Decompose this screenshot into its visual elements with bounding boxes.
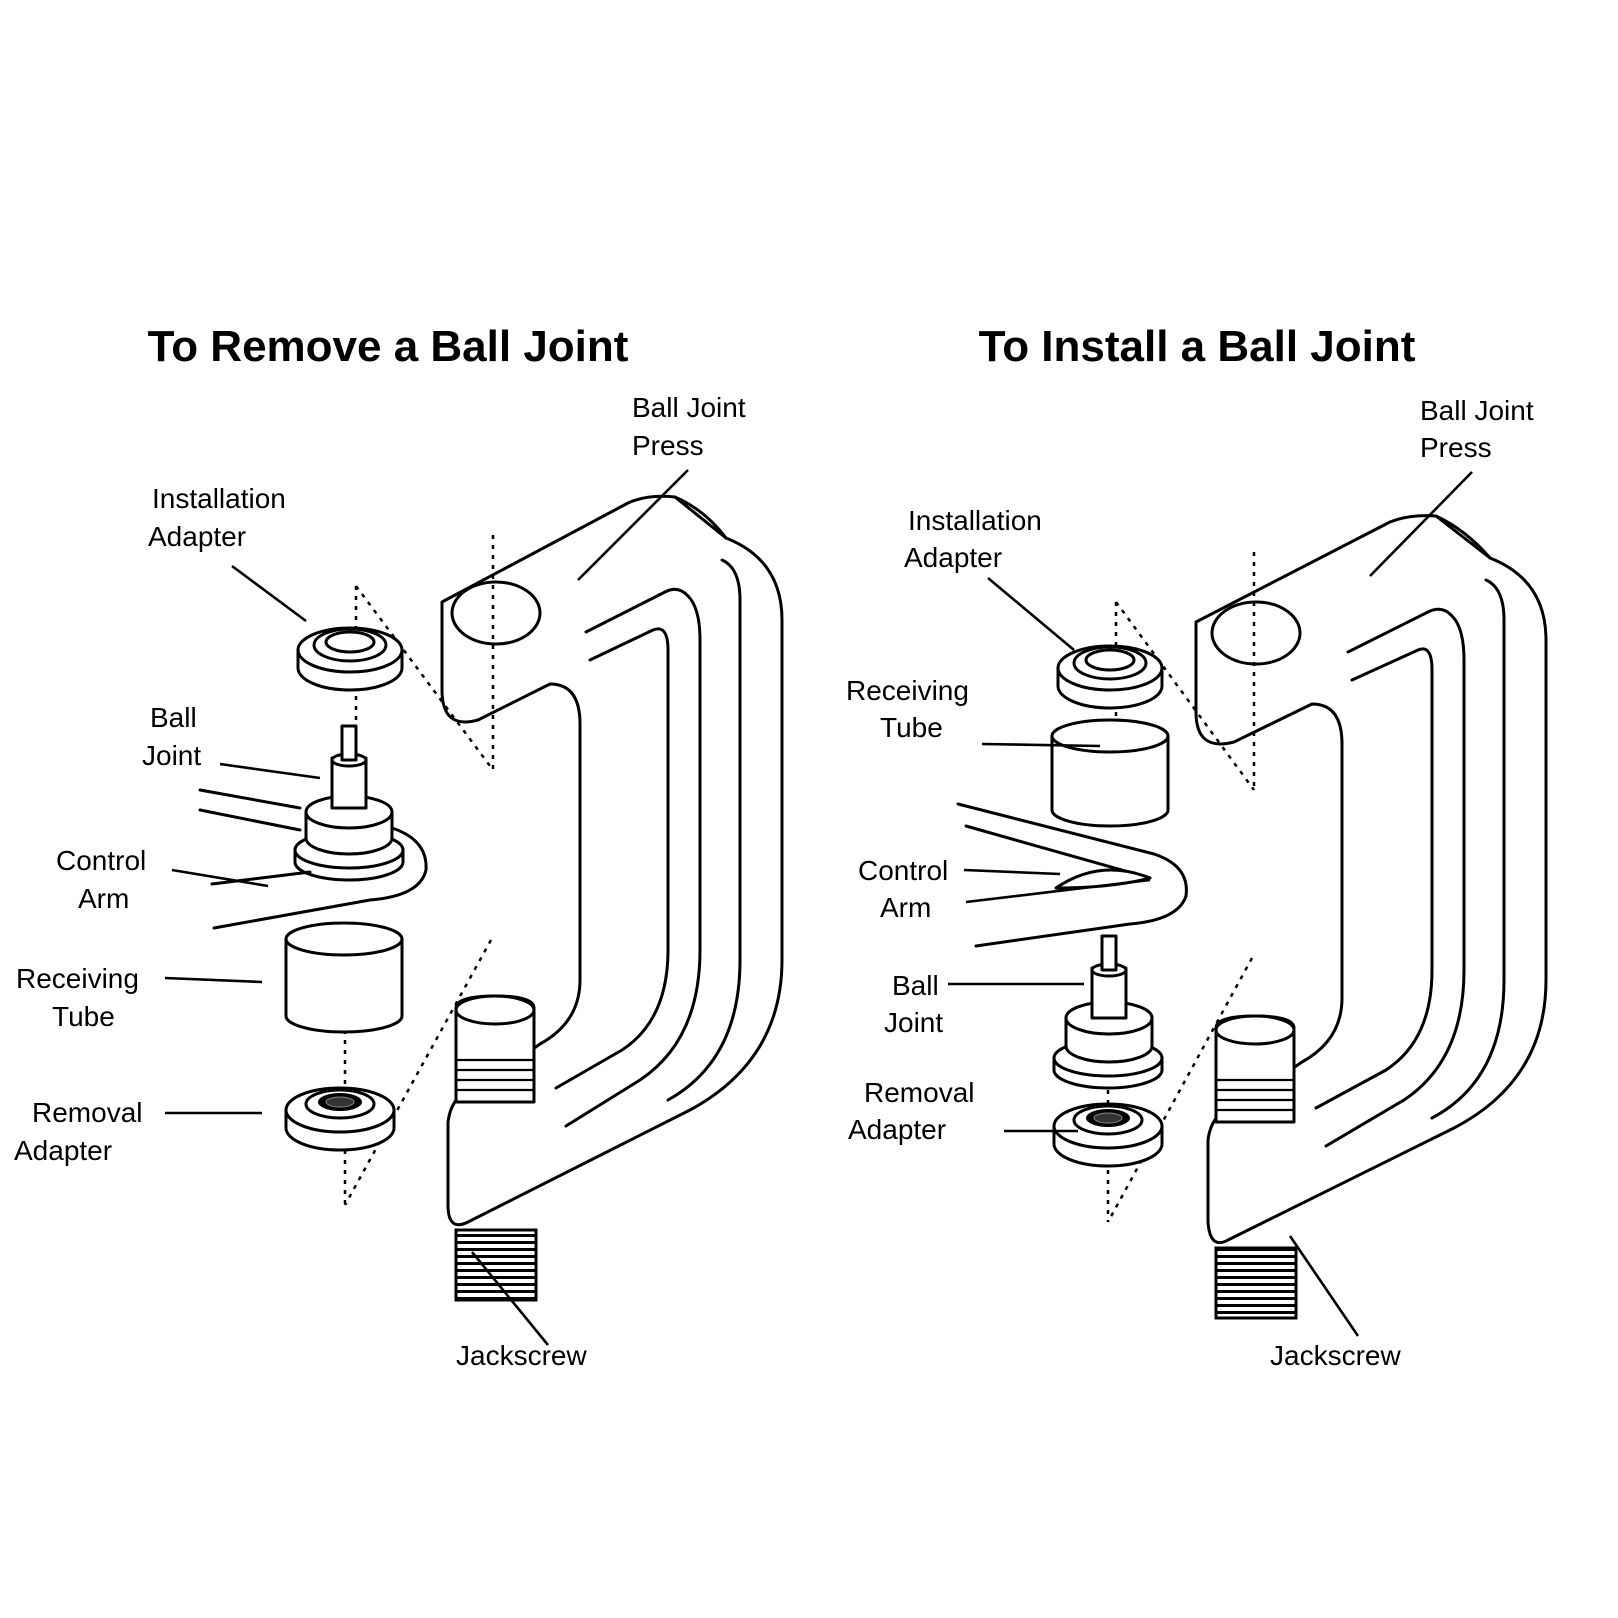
install-press-top-hole (1210, 600, 1302, 666)
remove-receiving-tube-label-line1: Receiving (16, 963, 139, 994)
remove-ball-joint-label-line1: Ball (150, 702, 197, 733)
install-jackscrew-threads (1214, 1246, 1298, 1320)
install-control-arm-label-line2: Arm (880, 892, 931, 923)
remove-jackscrew-threads (454, 1228, 538, 1302)
install-control-arm (956, 802, 1188, 948)
remove-removal-adapter-label-line2: Adapter (14, 1135, 112, 1166)
install-removal-adapter (1052, 1102, 1164, 1168)
remove-title: To Remove a Ball Joint (148, 322, 629, 371)
remove-receiving-tube-label-line2: Tube (52, 1001, 115, 1032)
remove-receiving-tube (284, 921, 404, 1034)
install-removal-adapter-label-line1: Removal (864, 1077, 974, 1108)
remove-removal-adapter-label-line1: Removal (32, 1097, 142, 1128)
install-control-arm-label-line1: Control (858, 855, 948, 886)
remove-installation-adapter-label-line1: Installation (152, 483, 286, 514)
install-installation-adapter-label-line2: Adapter (904, 542, 1002, 573)
remove-ball-joint-label-line2: Joint (142, 740, 201, 771)
remove-press-frame (440, 494, 784, 1302)
remove-control-arm-label-line2: Arm (78, 883, 129, 914)
install-ball-joint-label-line2: Joint (884, 1007, 943, 1038)
remove-collar-threads (456, 1058, 534, 1092)
install-removal-adapter-label-line2: Adapter (848, 1114, 946, 1145)
remove-ball-joint (198, 724, 428, 930)
remove-press-top-hole (450, 580, 542, 646)
install-press-label-line1: Ball Joint (1420, 395, 1534, 426)
remove-jackscrew-label: Jackscrew (456, 1340, 587, 1371)
install-installation-adapter (1056, 644, 1164, 710)
install-receiving-tube-label-line2: Tube (880, 712, 943, 743)
remove-press-label-line2: Press (632, 430, 704, 461)
remove-panel: To Remove a Ball Joint (14, 322, 784, 1371)
install-installation-adapter-label-line1: Installation (908, 505, 1042, 536)
install-ball-joint (1052, 934, 1164, 1090)
remove-removal-adapter (284, 1086, 396, 1152)
install-press-label-line2: Press (1420, 432, 1492, 463)
install-receiving-tube-label-line1: Receiving (846, 675, 969, 706)
install-collar-threads (1216, 1078, 1294, 1112)
install-title: To Install a Ball Joint (979, 322, 1416, 371)
install-receiving-tube (1050, 718, 1170, 828)
remove-installation-adapter (296, 626, 404, 692)
remove-control-arm-label-line1: Control (56, 845, 146, 876)
install-press-frame (1194, 514, 1548, 1320)
install-ball-joint-label-line1: Ball (892, 970, 939, 1001)
remove-installation-adapter-label-line2: Adapter (148, 521, 246, 552)
remove-press-label-line1: Ball Joint (632, 392, 746, 423)
install-jackscrew-label: Jackscrew (1270, 1340, 1401, 1371)
install-panel: To Install a Ball Joint (846, 322, 1548, 1371)
